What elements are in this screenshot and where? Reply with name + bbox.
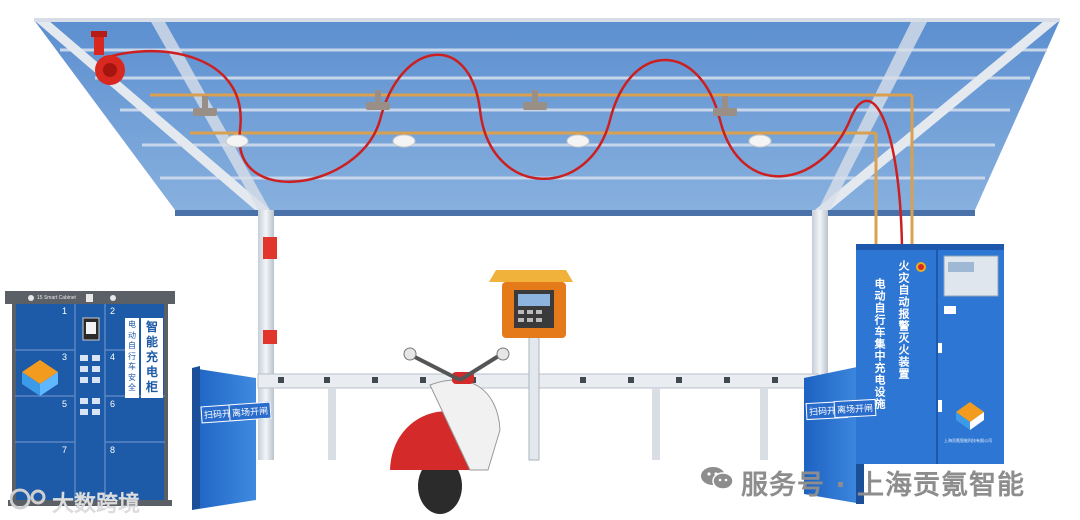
cabinet-subtitle-char: 动 [126,331,138,342]
gate-left-label-2: 离场开闸 [228,402,271,422]
cabinet-slot-number: 8 [110,445,115,455]
cabinet-title-char: 柜 [143,380,161,395]
cabinet-slot-number: 7 [62,445,67,455]
cabinet-slot-number: 4 [110,352,115,362]
cabinet-title: 智 能 充 电 柜 [143,320,161,395]
source-watermark: 大数跨境 [52,486,140,518]
entry-gate-left [192,366,256,510]
cabinet-subtitle-char: 行 [126,352,138,363]
cabinet-slot-number: 5 [62,399,67,409]
wechat-icon [700,465,734,491]
cabinet-subtitle-char: 全 [126,383,138,394]
cabinet-subtitle-char: 自 [126,341,138,352]
cabinet-title-char: 能 [143,335,161,350]
cabinet-slot-number: 2 [110,306,115,316]
canopy-roof [34,20,1060,216]
charging-pedestal [489,270,573,460]
cabinet-title-char: 充 [143,350,161,365]
cabinet-subtitle-char: 安 [126,373,138,384]
cabinet-slot-number: 3 [62,352,67,362]
account-watermark: 服务号 · 上海贡氪智能 [741,463,1025,502]
cabinet-title-char: 智 [143,320,161,335]
source-logo-icon [10,487,50,511]
cabinet-subtitle-char: 车 [126,362,138,373]
cabinet-title-char: 电 [143,365,161,380]
control-box-line-1: 火灾自动报警灭火装置 [896,260,910,410]
cabinet-slot-number: 1 [62,306,67,316]
control-box-footer: 上海贡氪智能科技有限公司 [944,438,992,444]
electric-scooter [390,348,509,514]
gate-right-label-2: 离场开闸 [834,399,877,418]
cabinet-header-text: 15 Smart Cabinet [37,293,76,303]
cabinet-subtitle-char: 电 [126,320,138,331]
cabinet-subtitle: 电 动 自 行 车 安 全 [126,320,138,394]
control-box-line-2: 电动自行车集中充电设施 [872,278,886,428]
cabinet-slot-number: 6 [110,399,115,409]
